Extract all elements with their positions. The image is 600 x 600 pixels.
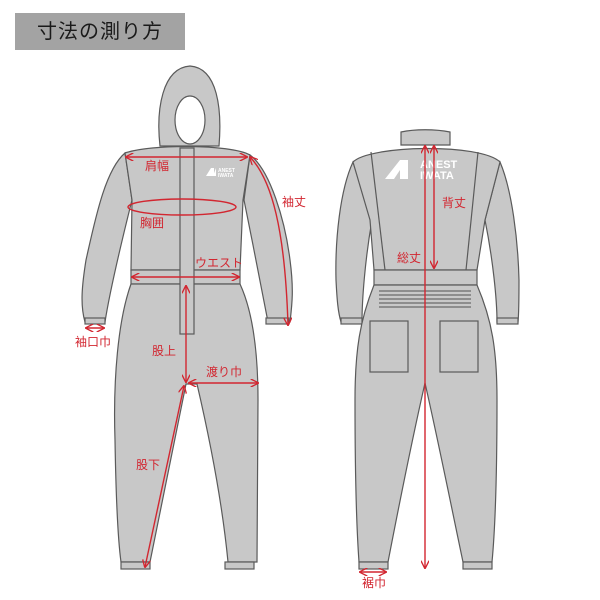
label-inseam: 股下 xyxy=(136,458,160,472)
label-sleeve-length: 袖丈 xyxy=(282,194,306,209)
label-hem-width: 裾巾 xyxy=(362,575,386,590)
label-waist: ウエスト xyxy=(195,256,243,270)
label-total-length: 総丈 xyxy=(397,251,421,265)
label-shoulder-width: 肩幅 xyxy=(145,158,169,173)
svg-text:ANEST: ANEST xyxy=(218,168,235,174)
back-coverall xyxy=(335,129,520,570)
label-back-length: 背丈 xyxy=(442,196,466,210)
front-coverall xyxy=(81,65,293,570)
sleeve-length-arrow xyxy=(250,157,288,325)
label-chest: 胸囲 xyxy=(140,215,164,230)
label-rise: 股上 xyxy=(152,344,176,358)
label-thigh-width: 渡り巾 xyxy=(206,364,242,379)
chest-loop xyxy=(127,198,237,216)
svg-text:IWATA: IWATA xyxy=(218,173,234,179)
inseam-arrow xyxy=(145,386,184,567)
front-logo: ANEST IWATA xyxy=(206,168,235,179)
svg-text:ANEST: ANEST xyxy=(420,159,458,171)
page-title: 寸法の測り方 xyxy=(15,13,185,50)
label-cuff-width: 袖口巾 xyxy=(75,334,111,349)
